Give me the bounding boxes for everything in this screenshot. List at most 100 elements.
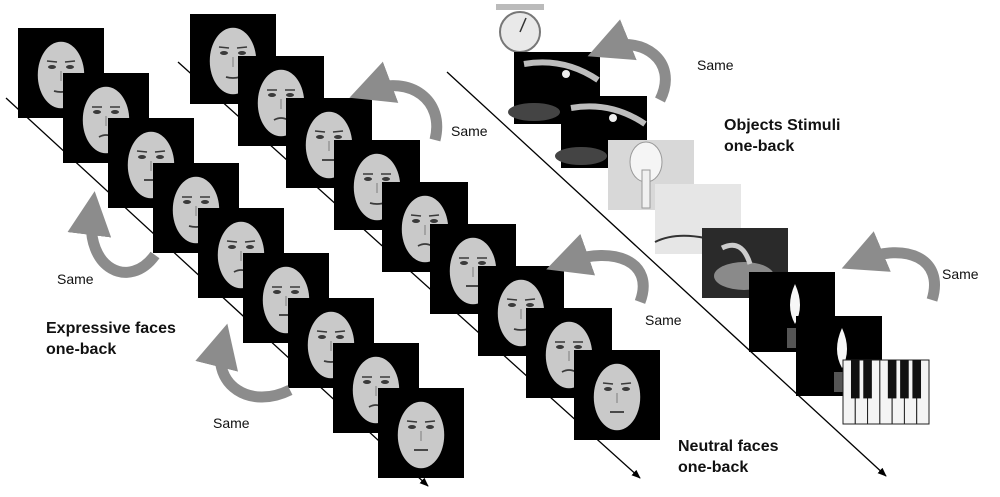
face-brow — [428, 214, 440, 217]
face-eye — [318, 335, 326, 339]
record-disc — [555, 147, 607, 165]
face-eye — [201, 200, 209, 204]
face-eye — [93, 110, 101, 114]
face-eye — [408, 425, 416, 429]
face-eye — [246, 245, 254, 249]
face-mouth — [225, 76, 241, 79]
expressive-face-sequence — [18, 28, 464, 478]
same-label: Same — [451, 123, 488, 139]
face-eye — [574, 345, 582, 349]
one-back-line: one-back — [678, 459, 749, 476]
neutral-faces-title: Neutral faces one-back — [678, 436, 779, 478]
face-brow — [524, 298, 536, 301]
face-brow — [314, 130, 326, 133]
tonearm-head — [562, 70, 570, 78]
piano-black-key — [850, 360, 860, 399]
expressive-faces-title: Expressive faces one-back — [46, 318, 176, 360]
face-mouth — [513, 328, 529, 331]
repeat-arrow-icon — [349, 61, 443, 142]
face-eye — [336, 335, 344, 339]
face-brow — [334, 330, 346, 333]
face-eye — [426, 425, 434, 429]
piano-black-key — [863, 360, 872, 399]
face-eye — [316, 135, 324, 139]
face-eye — [526, 303, 534, 307]
candle-flame — [790, 284, 800, 324]
tonearm-head — [609, 114, 617, 122]
face-brow — [136, 150, 148, 153]
pottery-stem — [641, 169, 651, 209]
repeat-arrow-icon — [546, 233, 649, 304]
record-disc — [508, 103, 560, 121]
one-back-line: one-back — [724, 138, 795, 155]
same-label: Same — [942, 266, 979, 282]
face-brow — [218, 46, 230, 49]
face-eye — [363, 380, 371, 384]
candle-flame — [837, 328, 847, 368]
face-eye — [604, 387, 612, 391]
same-label: Same — [57, 271, 94, 287]
face-eye — [381, 380, 389, 384]
tonearm — [523, 59, 600, 83]
face-eye — [334, 135, 342, 139]
sink-faucet — [720, 242, 753, 265]
face-eye — [622, 387, 630, 391]
same-label: Same — [697, 57, 734, 73]
face-eye — [273, 290, 281, 294]
neutral-title-line: Neutral faces — [678, 438, 779, 455]
face-eye — [156, 155, 164, 159]
scale-needle — [519, 17, 527, 33]
face-eye — [478, 261, 486, 265]
wire-line — [654, 234, 706, 243]
face-brow — [410, 214, 422, 217]
piano-black-key — [900, 360, 909, 399]
face-eye — [48, 65, 56, 69]
face-eye — [508, 303, 516, 307]
one-back-line: one-back — [46, 341, 117, 358]
face-eye — [220, 51, 228, 55]
face-eye — [268, 93, 276, 97]
face-mouth — [369, 202, 385, 205]
repeat-arrow-icon — [587, 19, 671, 103]
face-brow — [46, 60, 58, 63]
face-eye — [183, 200, 191, 204]
neutral-face-sequence — [190, 14, 660, 440]
face-brow — [602, 382, 614, 385]
face-brow — [424, 420, 436, 423]
face-brow — [316, 330, 328, 333]
scale-pan — [496, 4, 544, 10]
face-eye — [430, 219, 438, 223]
face-brow — [244, 240, 256, 243]
tonearm — [570, 103, 647, 127]
face-brow — [406, 420, 418, 423]
face-eye — [138, 155, 146, 159]
face-eye — [291, 290, 299, 294]
face-eye — [286, 93, 294, 97]
objects-stimuli-title: Objects Stimuli one-back — [724, 115, 840, 157]
repeat-arrow-icon — [195, 323, 293, 403]
face-eye — [66, 65, 74, 69]
face-brow — [620, 382, 632, 385]
same-label: Same — [213, 415, 250, 431]
piano-black-key — [912, 360, 922, 399]
face-brow — [506, 298, 518, 301]
piano-black-key — [887, 360, 897, 399]
objects-title-line: Objects Stimuli — [724, 117, 841, 134]
face-brow — [64, 60, 76, 63]
face-eye — [382, 177, 390, 181]
face-eye — [238, 51, 246, 55]
face-brow — [154, 150, 166, 153]
face-eye — [556, 345, 564, 349]
face-eye — [111, 110, 119, 114]
object-stimulus-sequence — [492, 4, 930, 425]
face-brow — [226, 240, 238, 243]
same-label: Same — [645, 312, 682, 328]
face-eye — [412, 219, 420, 223]
face-eye — [364, 177, 372, 181]
repeat-arrow-icon — [841, 231, 940, 302]
objects-timeline — [446, 71, 887, 477]
face-eye — [228, 245, 236, 249]
repeat-arrow-icon — [67, 191, 160, 278]
